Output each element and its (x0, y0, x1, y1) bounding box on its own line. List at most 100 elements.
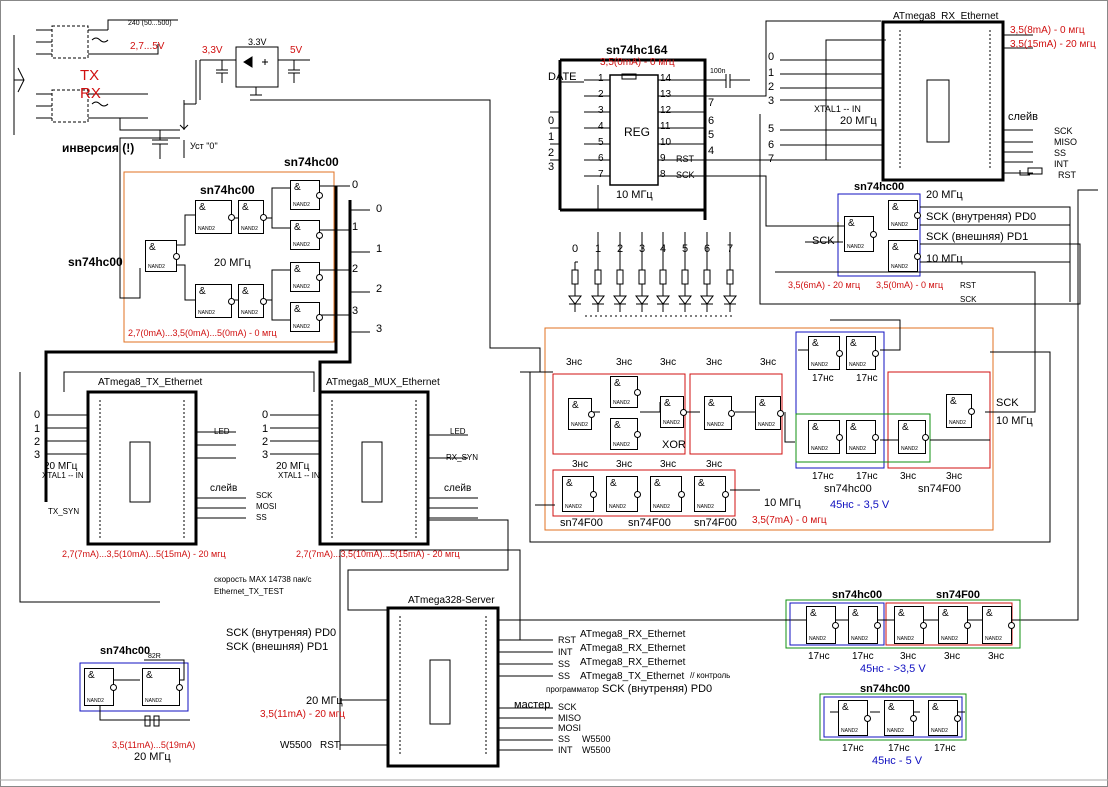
pin-number-left: 7 (598, 169, 604, 180)
inverter-bubble (1008, 622, 1015, 629)
nand-gate: & NAND2 (142, 668, 183, 706)
gate-symbol: & (942, 608, 949, 619)
inverter-bubble (316, 232, 323, 239)
delay-label: 17нс (934, 743, 956, 754)
gate-symbol: & (812, 338, 819, 349)
pin-number-right: 9 (660, 153, 666, 164)
reg-in-3: 3 (548, 161, 555, 173)
gate-symbol: & (852, 608, 859, 619)
gate-part-label: NAND2 (811, 446, 828, 452)
sck-c2-label: SCK (960, 295, 977, 304)
nand-gate: &NAND2 (888, 240, 921, 272)
master-sck: SCK (558, 702, 577, 712)
rx-input-bit: 2 (768, 81, 775, 93)
delay-17ns-label: 17нс (812, 373, 834, 384)
control-label: // контроль (690, 671, 731, 680)
miso-rx-label: MISO (1054, 137, 1078, 147)
nand-gate: &NAND2 (938, 606, 971, 644)
sck-rx-label: SCK (1054, 126, 1073, 136)
nand-gate: &NAND2 (562, 476, 597, 512)
nand-gate: & NAND2 (888, 200, 921, 230)
nand-gate: &NAND2 (290, 220, 323, 250)
gate-symbol: & (199, 202, 206, 213)
power-rx-2: 3,5(15mA) - 20 мгц (1010, 39, 1096, 50)
gate-part-label: NAND2 (891, 222, 908, 228)
bus-bit-0b: 0 (376, 203, 383, 215)
inverter-bubble (634, 389, 641, 396)
gate-symbol: & (294, 182, 301, 193)
gate-symbol: & (888, 702, 895, 713)
xor-label: XOR (662, 439, 686, 451)
bus-bit-2b: 2 (376, 283, 383, 295)
led-bit-label: 3 (639, 243, 646, 255)
nand-gate: &NAND2 (884, 700, 917, 736)
inverter-bubble (832, 622, 839, 629)
gate-symbol: & (932, 702, 939, 713)
gate-symbol: & (610, 478, 617, 489)
gate-part-label: NAND2 (949, 420, 966, 426)
nand-gate: &NAND2 (755, 396, 784, 430)
reg-in-2: 2 (548, 147, 555, 159)
gate-symbol: & (892, 202, 899, 213)
rx-input-bit: 6 (768, 139, 775, 151)
delay-label: 17нс (852, 651, 874, 662)
led-bit-label: 1 (595, 243, 602, 255)
gate-symbol: & (812, 422, 819, 433)
gate-part-label: NAND2 (851, 636, 868, 642)
pin-number-right: 12 (660, 105, 672, 116)
gate-symbol: & (614, 378, 621, 389)
voltage-range-label: 2,7...5V (130, 41, 165, 52)
tx-bit-label: 2 (34, 436, 41, 448)
inverter-bubble (228, 214, 235, 221)
reg-in-0: 0 (548, 115, 555, 127)
pin-number-right: 11 (660, 121, 671, 132)
delay-3ns-label: 3нс (566, 357, 583, 368)
sn74hc00-left-label: sn74hc00 (68, 255, 123, 269)
sck-chain-label: SCK (996, 397, 1019, 409)
bus-bit-3b: 3 (376, 323, 383, 335)
gate-part-label: NAND2 (145, 698, 162, 704)
reg-in-1: 1 (548, 131, 555, 143)
delay-17ns-label: 17нс (812, 471, 834, 482)
delay-label: 17нс (842, 743, 864, 754)
inverter-bubble (920, 622, 927, 629)
rx-input-bit: 5 (768, 123, 775, 135)
led-bit-label: 4 (660, 243, 667, 255)
inverter-bubble (173, 253, 180, 260)
xtal-rx-label: XTAL1 -- IN (814, 104, 861, 114)
sck-164-label: SCK (676, 170, 695, 180)
sck-internal-label: SCK (внутреняя) PD0 (926, 211, 1037, 223)
gate-part-label: NAND2 (565, 504, 582, 510)
rst-rx-label: RST (1058, 170, 1076, 180)
delay-17ns-label: 17нс (856, 471, 878, 482)
programmer-sck-label: SCK (внутреняя) PD0 (602, 683, 713, 695)
gate-part-label: NAND2 (613, 400, 630, 406)
led-bit-label: 2 (617, 243, 624, 255)
inverter-bubble (914, 212, 921, 219)
sn74hc00-inner-label: sn74hc00 (200, 183, 255, 197)
gate-part-label: NAND2 (707, 422, 724, 428)
inverter-bubble (110, 684, 117, 691)
nand-gate: &NAND2 (238, 200, 267, 234)
delay-3ns-label: 3нс (946, 471, 963, 482)
delay-3ns-label: 3нс (616, 357, 633, 368)
gate-symbol: & (950, 396, 957, 407)
w5500-int-label: W5500 (582, 745, 611, 755)
gate-symbol: & (572, 400, 579, 411)
nand-gate: &NAND2 (84, 668, 117, 706)
server-out-2: ATmega8_RX_Ethernet (580, 643, 686, 654)
inverter-bubble (870, 231, 877, 238)
pin-number-left: 2 (598, 89, 604, 100)
gate-part-label: NAND2 (198, 310, 215, 316)
gate-part-label: NAND2 (897, 636, 914, 642)
gate-symbol: & (850, 422, 857, 433)
delay-3ns-label: 3нс (706, 357, 723, 368)
voltage-regulator (199, 46, 310, 100)
bus-bit-1b: 1 (376, 243, 383, 255)
led-bank (568, 232, 737, 317)
delay-3ns-label: 3нс (616, 459, 633, 470)
gate-symbol: & (146, 670, 153, 681)
tx-eth-title: ATmega8_TX_Ethernet (98, 377, 203, 388)
gate-symbol: & (986, 608, 993, 619)
